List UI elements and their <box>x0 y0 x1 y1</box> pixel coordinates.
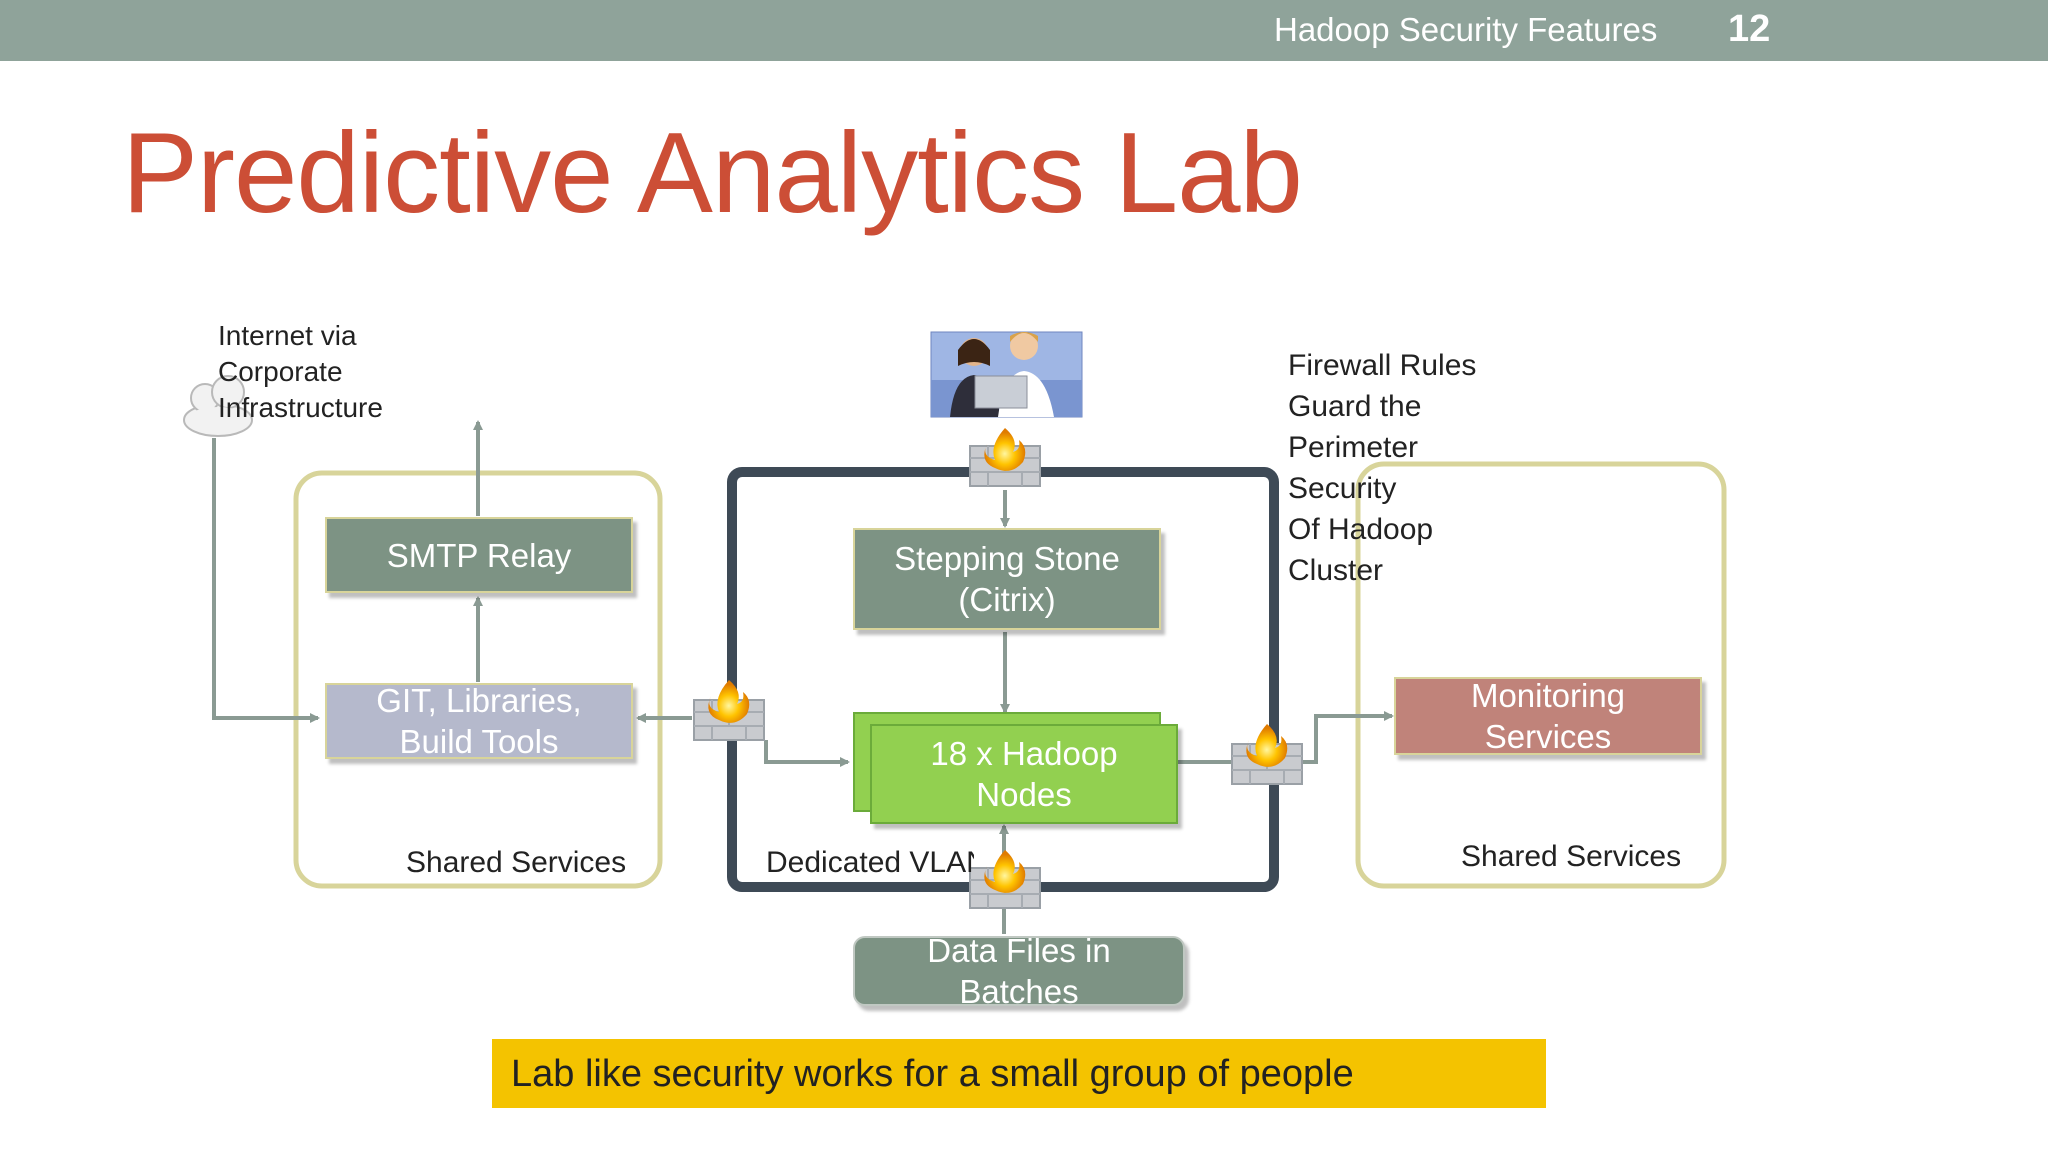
shared-services-left-label: Shared Services <box>406 846 627 879</box>
internet-label-line-2: Corporate <box>218 356 343 387</box>
monitoring-line-1: Monitoring <box>1470 677 1626 714</box>
internet-label-line-1: Internet via <box>218 320 357 351</box>
shared-services-right-label: Shared Services <box>1461 840 1682 873</box>
firewall-note-line-6: Cluster <box>1288 554 1384 587</box>
stepping-stone-line-1: Stepping Stone <box>894 540 1120 577</box>
summary-banner: Lab like security works for a small grou… <box>492 1039 1546 1108</box>
internet-to-git-line <box>212 438 320 723</box>
summary-banner-text: Lab like security works for a small grou… <box>511 1053 1354 1095</box>
cloud-icon <box>183 375 253 437</box>
firewall-icon-left <box>693 680 765 741</box>
shared-services-right-container <box>1355 461 1727 889</box>
git-tools-box: GIT, Libraries, Build Tools <box>325 682 633 760</box>
firewall-icon-top <box>969 428 1041 487</box>
data-files-line-2: Batches <box>959 973 1079 1010</box>
internet-label-line-3: Infrastructure <box>218 392 383 423</box>
firewall-icon-bottom <box>969 850 1041 909</box>
users-image-icon <box>930 331 1083 418</box>
firewall-note-line-3: Perimeter <box>1288 431 1419 464</box>
monitoring-services-box: Monitoring Services <box>1394 677 1702 755</box>
firewall-note-line-5: Of Hadoop <box>1288 513 1434 546</box>
firewall-note-line-4: Security <box>1288 472 1397 505</box>
git-tools-line-2: Build Tools <box>399 723 559 760</box>
data-files-box: Data Files in Batches <box>853 932 1185 1010</box>
dedicated-vlan-label: Dedicated VLAN <box>766 846 974 879</box>
smtp-relay-label: SMTP Relay <box>386 536 572 574</box>
smtp-relay-box: SMTP Relay <box>325 517 633 593</box>
stepping-stone-line-2: (Citrix) <box>958 581 1056 618</box>
hadoop-nodes-line-2: Nodes <box>976 776 1072 813</box>
firewall-icon-right <box>1231 724 1303 785</box>
firewall-note: Firewall Rules Guard the Perimeter Secur… <box>1288 345 1476 591</box>
hadoop-nodes-box: 18 x Hadoop Nodes <box>870 724 1178 824</box>
data-files-line-1: Data Files in <box>927 932 1111 969</box>
firewall-to-hadoop-line <box>764 740 850 767</box>
monitoring-line-2: Services <box>1484 718 1612 755</box>
stepping-stone-box: Stepping Stone (Citrix) <box>853 528 1161 630</box>
firewall-note-line-1: Firewall Rules <box>1288 349 1477 382</box>
header-bar: Hadoop Security Features 12 <box>0 0 2048 61</box>
internet-label: Internet via Corporate Infrastructure <box>218 318 383 426</box>
hadoop-nodes-line-1: 18 x Hadoop <box>930 735 1118 772</box>
page-number: 12 <box>1728 8 1771 50</box>
firewall-to-monitoring-line <box>1300 711 1394 764</box>
slide-title: Predictive Analytics Lab <box>122 110 1303 237</box>
header-title: Hadoop Security Features <box>1274 11 1658 48</box>
git-tools-line-1: GIT, Libraries, <box>376 682 582 719</box>
firewall-note-line-2: Guard the <box>1288 390 1422 423</box>
